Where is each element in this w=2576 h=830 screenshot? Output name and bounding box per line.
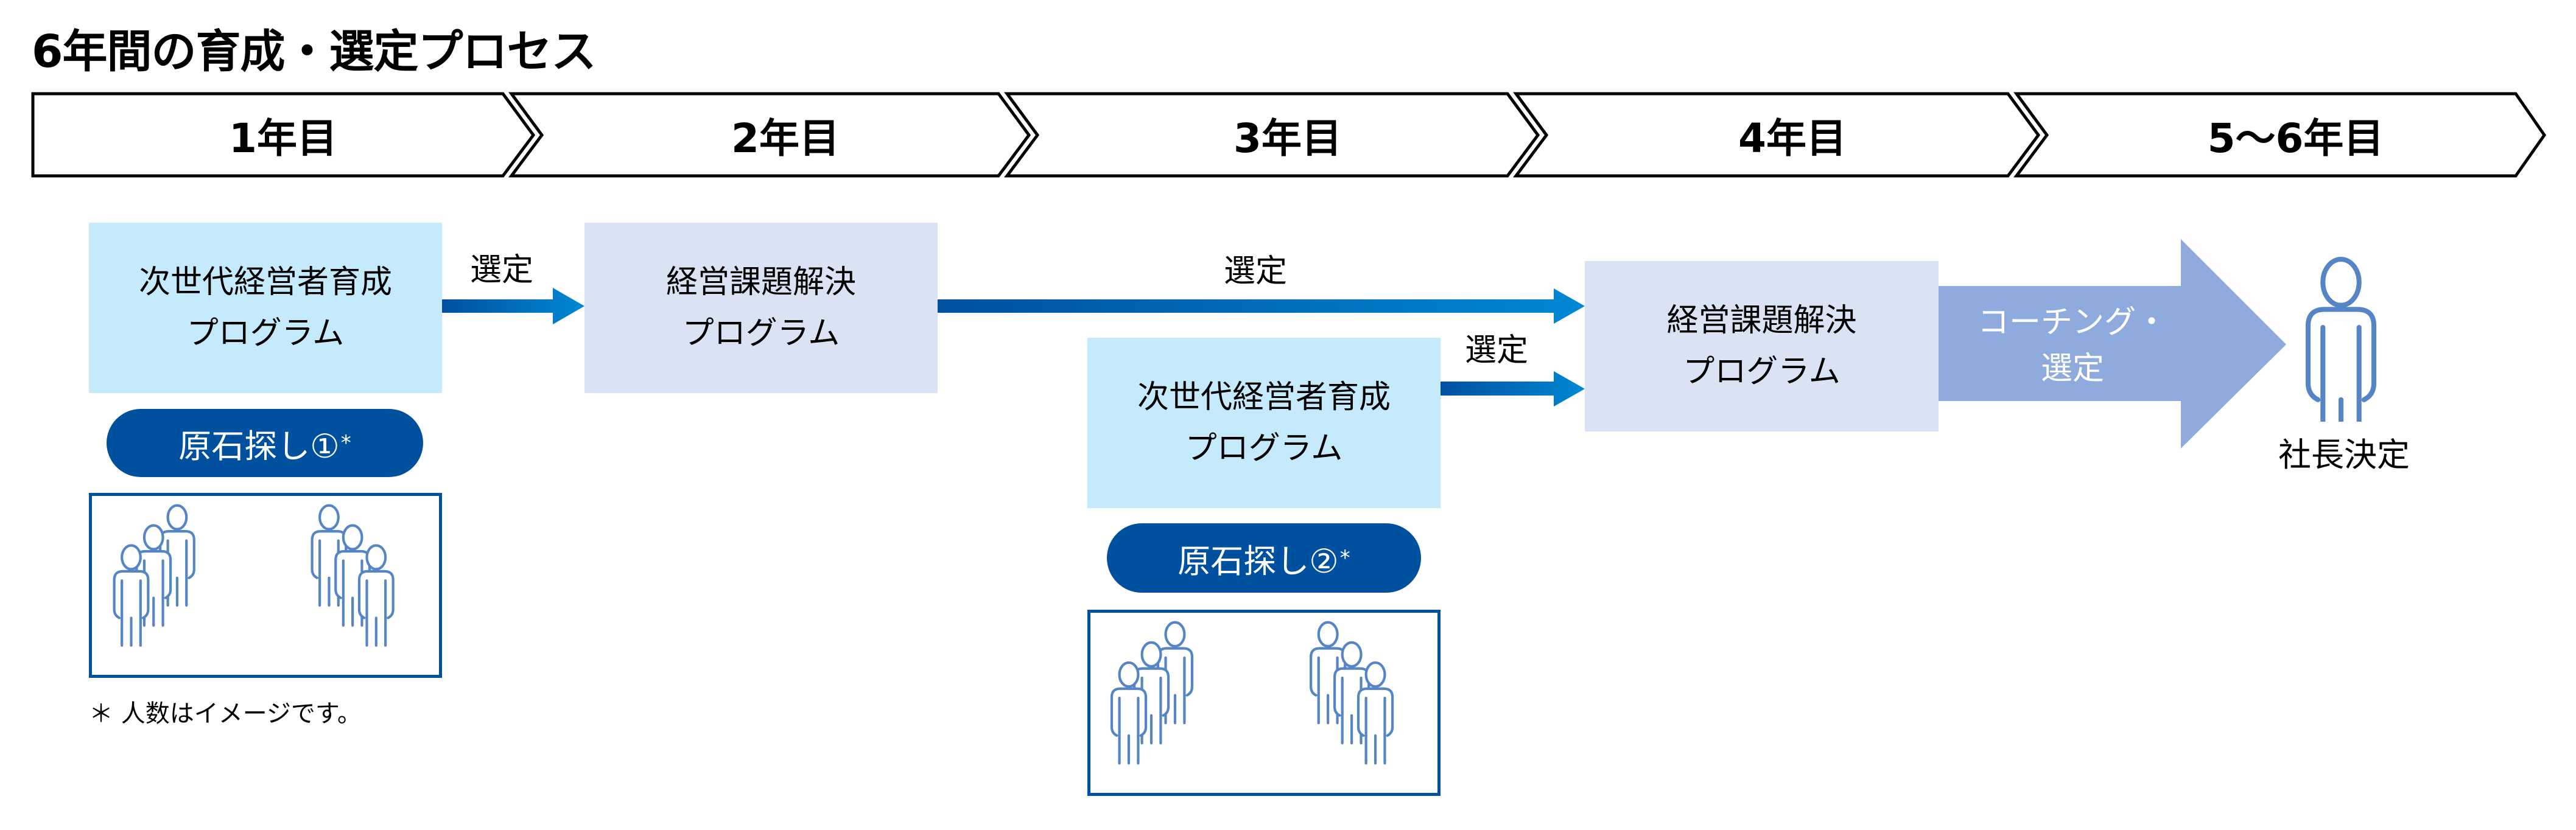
coaching-label-line2: 選定 [2040, 350, 2104, 387]
arrow-label-select-2: 選定 [1224, 253, 1288, 290]
person-figure [357, 544, 395, 647]
scouting-pill-1-mark: * [340, 431, 351, 455]
program-mgmt-issue-2-line2: プログラム [1683, 354, 1841, 390]
program-next-gen-1-line2: プログラム [186, 315, 345, 352]
coaching-label: コーチング・ 選定 [1939, 291, 2206, 400]
ceo-decision-label: 社長決定 [2278, 436, 2410, 474]
program-mgmt-issue-1-line1: 経営課題解決 [665, 264, 856, 301]
page-title: 6年間の育成・選定プロセス [32, 26, 596, 78]
program-mgmt-issue-2-line1: 経営課題解決 [1666, 302, 1857, 339]
program-next-gen-2: 次世代経営者育成 プログラム [1087, 338, 1441, 508]
scouting-pill-2-mark: * [1339, 546, 1350, 570]
arrow-select-3 [1441, 371, 1585, 406]
phase-label-year-3: 3年目 [1234, 115, 1342, 162]
phase-label-year-5-6: 5～6年目 [2207, 115, 2384, 162]
arrow-select-2 [938, 288, 1585, 324]
person-figure [1356, 661, 1394, 765]
arrow-select-1 [442, 288, 584, 324]
scouting-pill-1: 原石探し①* [107, 409, 423, 477]
arrow-label-select-3: 選定 [1465, 332, 1529, 369]
phase-label-year-4: 4年目 [1738, 115, 1847, 162]
program-next-gen-1-line1: 次世代経営者育成 [138, 264, 392, 301]
person-figure [113, 544, 150, 647]
arrow-label-select-1: 選定 [470, 252, 534, 288]
program-next-gen-2-line1: 次世代経営者育成 [1137, 379, 1391, 416]
program-mgmt-issue-2: 経営課題解決 プログラム [1585, 261, 1939, 431]
phase-label-year-1: 1年目 [229, 115, 337, 162]
scouting-pill-2: 原石探し②* [1107, 523, 1421, 593]
program-next-gen-2-line2: プログラム [1185, 430, 1343, 467]
footnote: ＊ 人数はイメージです。 [89, 700, 362, 728]
scouting-pill-2-label: 原石探し② [1177, 542, 1339, 581]
people-group-icon [113, 504, 395, 647]
people-group-box-1 [89, 493, 442, 678]
people-group-icon [1110, 621, 1394, 765]
person-figure [1110, 661, 1148, 765]
person-figure [2305, 256, 2377, 422]
program-mgmt-issue-1-line2: プログラム [682, 315, 840, 352]
scouting-pill-1-label: 原石探し① [178, 427, 340, 466]
people-group-box-2 [1087, 610, 1441, 796]
coaching-label-line1: コーチング・ [1977, 304, 2167, 341]
person-icon [2305, 256, 2377, 422]
program-next-gen-1: 次世代経営者育成 プログラム [89, 223, 442, 393]
arrow-coaching [1939, 239, 2286, 448]
program-mgmt-issue-1: 経営課題解決 プログラム [584, 223, 938, 393]
phase-label-year-2: 2年目 [731, 115, 840, 162]
